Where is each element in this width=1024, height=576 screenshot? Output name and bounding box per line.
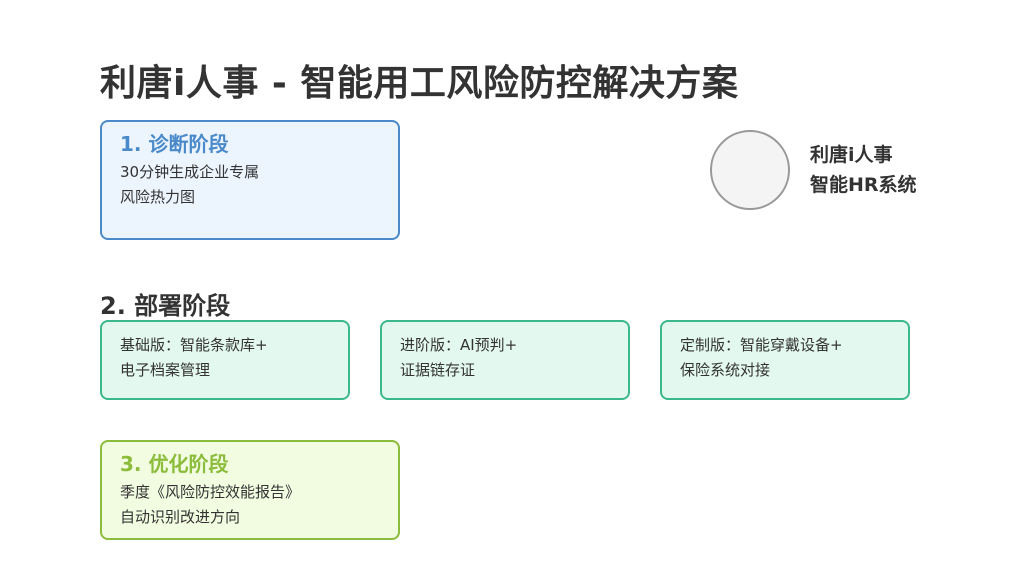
optimization-line-2: 自动识别改进方向 xyxy=(120,508,241,526)
deployment-basic-line-1: 基础版：智能条款库+ xyxy=(120,336,268,354)
brand-tagline: 智能HR系统 xyxy=(810,174,917,196)
deployment-advanced-line-2: 证据链存证 xyxy=(400,361,476,379)
brand-label: 利唐i人事 智能HR系统 xyxy=(810,140,917,200)
diagnosis-line-1: 30分钟生成企业专属 xyxy=(120,163,260,181)
optimization-line-1: 季度《风险防控效能报告》 xyxy=(120,483,301,501)
diagnosis-stage-card: 1. 诊断阶段 30分钟生成企业专属 风险热力图 xyxy=(100,120,400,240)
deployment-custom-line-2: 保险系统对接 xyxy=(680,361,771,379)
deployment-custom-line-1: 定制版：智能穿戴设备+ xyxy=(680,336,843,354)
deployment-advanced-line-1: 进阶版：AI预判+ xyxy=(400,336,518,354)
deployment-stage-title: 2. 部署阶段 xyxy=(100,292,231,320)
brand-logo-circle xyxy=(710,130,790,210)
page-title: 利唐i人事 - 智能用工风险防控解决方案 xyxy=(100,63,739,104)
diagnosis-line-2: 风险热力图 xyxy=(120,188,196,206)
brand-name: 利唐i人事 xyxy=(810,144,893,166)
optimization-stage-title: 3. 优化阶段 xyxy=(120,452,229,476)
optimization-stage-card: 3. 优化阶段 季度《风险防控效能报告》 自动识别改进方向 xyxy=(100,440,400,540)
deployment-custom-card: 定制版：智能穿戴设备+ 保险系统对接 xyxy=(660,320,910,400)
deployment-advanced-card: 进阶版：AI预判+ 证据链存证 xyxy=(380,320,630,400)
deployment-basic-card: 基础版：智能条款库+ 电子档案管理 xyxy=(100,320,350,400)
diagnosis-stage-title: 1. 诊断阶段 xyxy=(120,132,229,156)
deployment-basic-line-2: 电子档案管理 xyxy=(120,361,211,379)
